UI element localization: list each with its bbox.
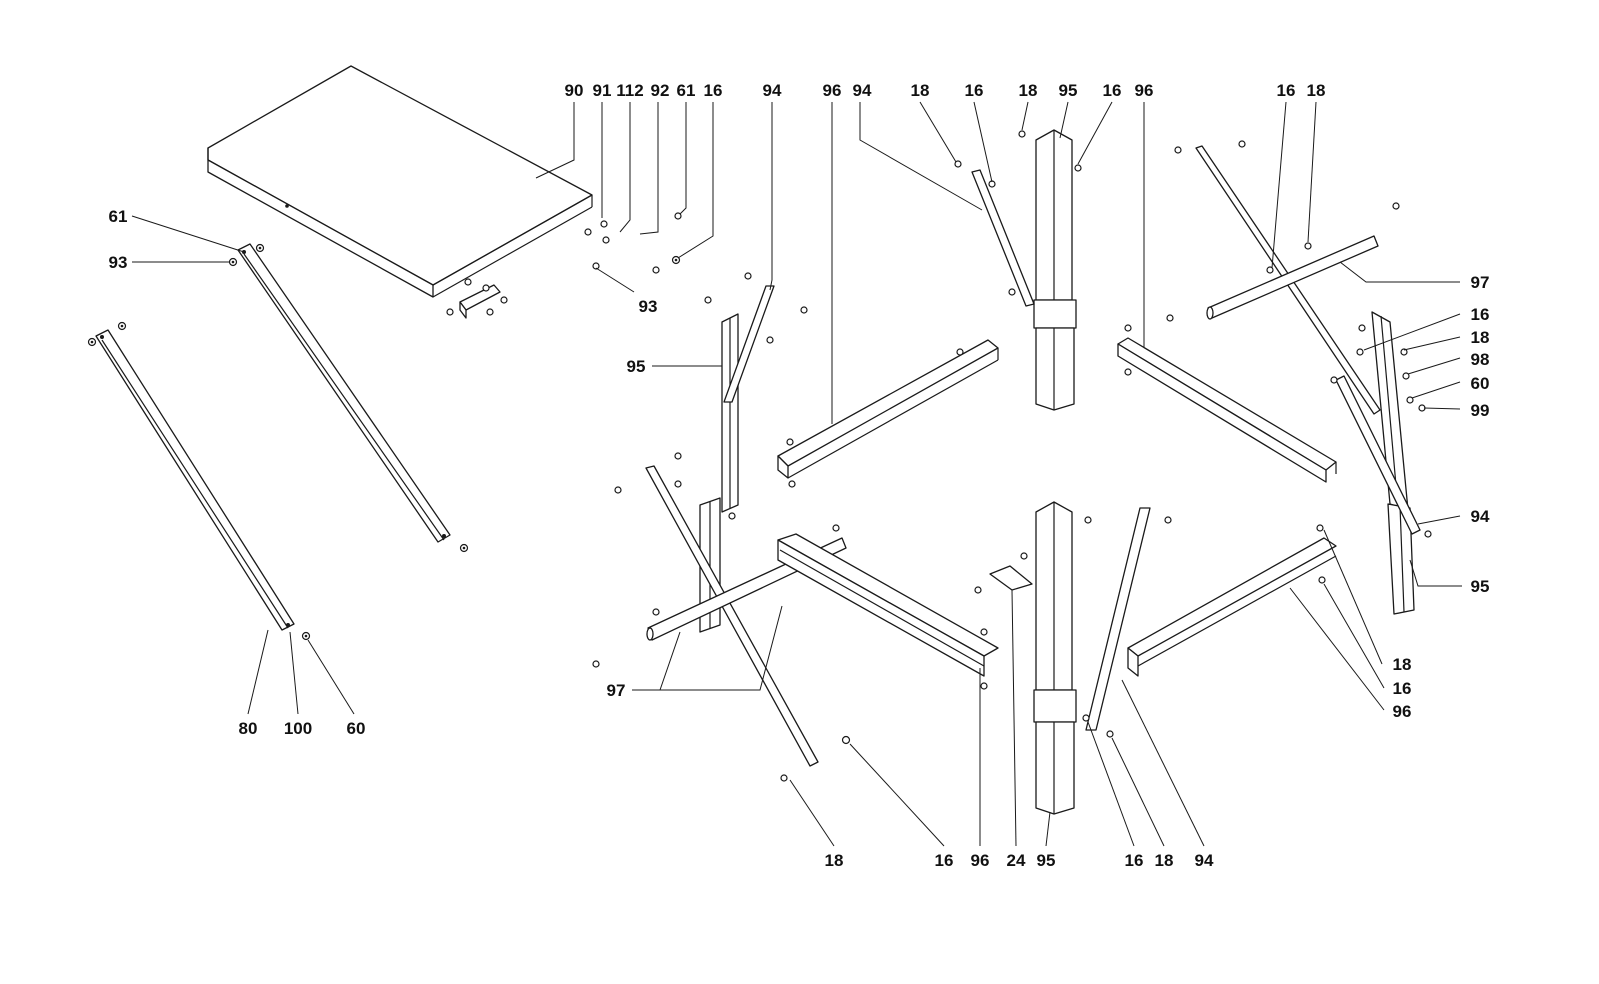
cross-brace-97-right-b	[1206, 235, 1379, 320]
rail-96-center	[1117, 337, 1337, 483]
callout: 95	[1037, 851, 1056, 870]
callout: 24	[1007, 851, 1026, 870]
callout: 95	[1471, 577, 1490, 596]
callout: 18	[825, 851, 844, 870]
brace-94-center-lower	[1085, 507, 1151, 731]
callout: 61	[677, 81, 696, 100]
callout: 97	[607, 681, 626, 700]
callout: 97	[1471, 273, 1490, 292]
callout: 93	[109, 253, 128, 272]
callout: 18	[1155, 851, 1174, 870]
cross-brace-97-a	[645, 465, 819, 767]
callout: 61	[109, 207, 128, 226]
callout: 16	[1103, 81, 1122, 100]
callout: 18	[1019, 81, 1038, 100]
callout: 18	[1471, 328, 1490, 347]
callout: 95	[1059, 81, 1078, 100]
callout: 94	[853, 81, 872, 100]
leg-center-lower	[1033, 501, 1077, 815]
callout: 94	[1471, 507, 1490, 526]
table-top-panel	[207, 65, 593, 298]
callout: 16	[935, 851, 954, 870]
callout: 16	[1393, 679, 1412, 698]
callout: 95	[627, 357, 646, 376]
callout: 16	[1277, 81, 1296, 100]
callout: 92	[651, 81, 670, 100]
callout: 90	[565, 81, 584, 100]
callout: 94	[1195, 851, 1214, 870]
stretcher-bar-lower	[95, 329, 295, 631]
brace-94-right	[1335, 375, 1421, 535]
brace-94-center	[971, 169, 1035, 307]
callout: 100	[284, 719, 312, 738]
leader-lines	[131, 101, 1462, 847]
callout: 93	[639, 297, 658, 316]
callout: 16	[1471, 305, 1490, 324]
callout: 60	[1471, 374, 1490, 393]
hardware	[87, 130, 1432, 782]
callout: 60	[347, 719, 366, 738]
callout: 96	[1135, 81, 1154, 100]
callout: 94	[763, 81, 782, 100]
callout: 112	[616, 81, 643, 100]
callout: 96	[971, 851, 990, 870]
callout: 18	[1307, 81, 1326, 100]
callout-labels: 90 91 112 92 61 16 94 96 94 18 16 18 95 …	[109, 81, 1490, 870]
callout: 98	[1471, 350, 1490, 369]
brace-94-left	[723, 285, 775, 403]
bracket-24	[989, 565, 1033, 591]
callout: 96	[823, 81, 842, 100]
callout: 99	[1471, 401, 1490, 420]
leg-center-upper	[1033, 129, 1077, 411]
callout: 18	[1393, 655, 1412, 674]
rail-96-left-upper	[777, 339, 999, 479]
callout: 96	[1393, 702, 1412, 721]
top-bracket	[459, 284, 501, 319]
callout: 16	[1125, 851, 1144, 870]
callout: 80	[239, 719, 258, 738]
callout: 91	[593, 81, 612, 100]
callout: 16	[965, 81, 984, 100]
rail-96-left-lower	[777, 533, 999, 677]
callout: 18	[911, 81, 930, 100]
callout: 16	[704, 81, 723, 100]
stretcher-bar-upper	[237, 243, 451, 543]
rail-96-right-lower	[1127, 537, 1337, 677]
